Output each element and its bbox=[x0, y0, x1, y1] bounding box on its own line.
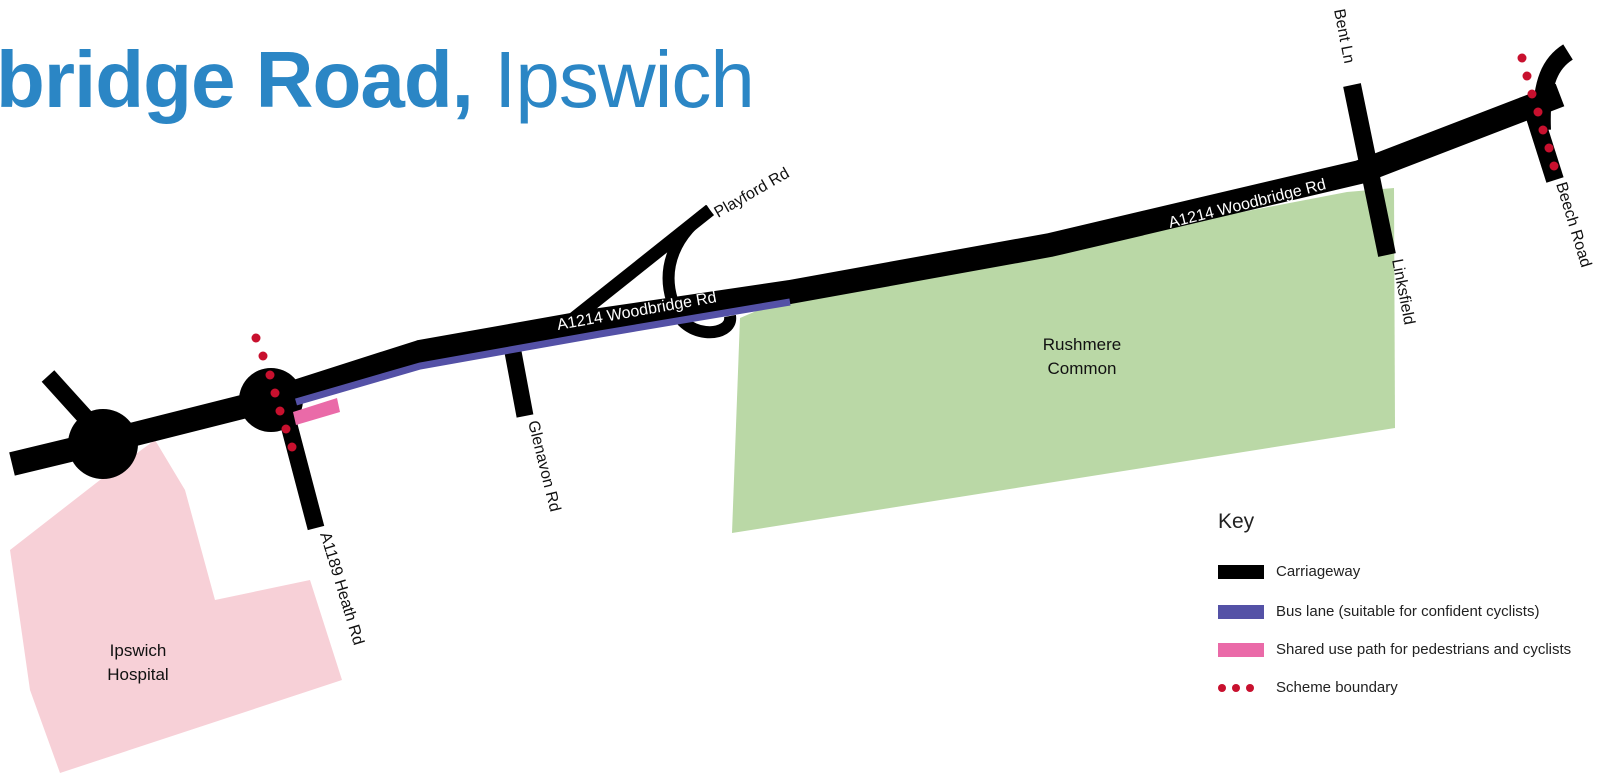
bus-lane bbox=[295, 298, 791, 406]
boundary-dot bbox=[1549, 161, 1559, 171]
key-label-carriageway: Carriageway bbox=[1276, 563, 1361, 580]
key-item-bus-lane: Bus lane (suitable for confident cyclist… bbox=[1218, 602, 1578, 622]
label-rushmere-2: Common bbox=[1048, 359, 1117, 378]
label-glenavon: Glenavon Rd bbox=[524, 419, 563, 514]
boundary-dot bbox=[1527, 89, 1537, 99]
scheme-boundary-west bbox=[251, 333, 297, 452]
roundabout-heath bbox=[239, 368, 303, 432]
carriageway bbox=[9, 44, 1574, 531]
key-item-carriageway: Carriageway bbox=[1218, 562, 1578, 582]
swatch-shared-path bbox=[1218, 643, 1264, 657]
boundary-dot bbox=[1544, 143, 1554, 153]
key-label-bus-lane: Bus lane (suitable for confident cyclist… bbox=[1276, 603, 1540, 620]
label-beech: Beech Road bbox=[1552, 180, 1594, 269]
label-hospital-1: Ipswich bbox=[110, 641, 167, 660]
key-label-shared-path: Shared use path for pedestrians and cycl… bbox=[1276, 641, 1572, 658]
roundabout-west bbox=[68, 409, 138, 479]
key-label-boundary: Scheme boundary bbox=[1276, 679, 1398, 696]
label-bent: Bent Ln bbox=[1330, 8, 1357, 65]
map-title: bridge Road, Ipswich bbox=[0, 40, 755, 120]
road-glenavon bbox=[504, 350, 534, 418]
boundary-dot bbox=[258, 351, 268, 361]
title-town: Ipswich bbox=[494, 35, 755, 124]
scheme-boundary-east bbox=[1517, 53, 1559, 171]
swatch-carriageway bbox=[1218, 565, 1264, 579]
boundary-dot bbox=[281, 424, 291, 434]
boundary-dot bbox=[265, 370, 275, 380]
map-key: Key Carriageway Bus lane (suitable for c… bbox=[1218, 510, 1578, 718]
swatch-bus-lane bbox=[1218, 605, 1264, 619]
rushmere-common-area bbox=[732, 188, 1395, 533]
boundary-dot bbox=[251, 333, 261, 343]
title-road: bridge Road, bbox=[0, 35, 474, 124]
road-playford-loop bbox=[662, 205, 737, 339]
key-item-shared-path: Shared use path for pedestrians and cycl… bbox=[1218, 640, 1578, 660]
road-beech-hook bbox=[1532, 44, 1574, 131]
boundary-dot bbox=[275, 406, 285, 416]
boundary-dot bbox=[270, 388, 280, 398]
label-hospital-2: Hospital bbox=[107, 665, 168, 684]
boundary-dot bbox=[1533, 107, 1543, 117]
ipswich-hospital-area bbox=[10, 440, 342, 773]
road-woodbridge bbox=[9, 83, 1565, 476]
key-title: Key bbox=[1218, 510, 1255, 533]
swatch-boundary-dots bbox=[1218, 684, 1264, 692]
boundary-dot bbox=[1538, 125, 1548, 135]
boundary-dot bbox=[287, 442, 297, 452]
boundary-dot bbox=[1517, 53, 1527, 63]
road-bent-linksfield bbox=[1343, 83, 1396, 257]
label-rushmere-1: Rushmere bbox=[1043, 335, 1121, 354]
key-item-boundary: Scheme boundary bbox=[1218, 678, 1578, 698]
label-playford: Playford Rd bbox=[712, 165, 793, 222]
shared-use-path bbox=[293, 398, 340, 425]
boundary-dot bbox=[1522, 71, 1532, 81]
